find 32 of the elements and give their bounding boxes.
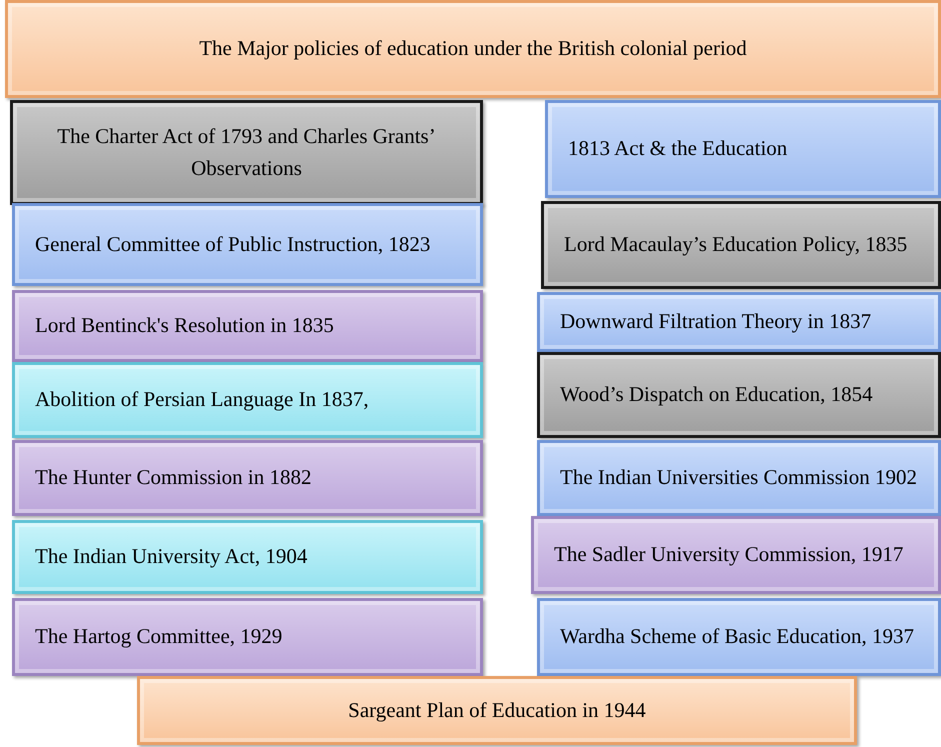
policy-text: The Sadler University Commission, 1917 — [554, 541, 904, 568]
policy-text: The Charter Act of 1793 and Charles Grants’ Observations — [56, 123, 437, 182]
policy-box — [12, 203, 483, 286]
policy-box — [12, 598, 483, 676]
policy-text: The Hartog Committee, 1929 — [35, 623, 282, 650]
policy-box — [12, 440, 483, 516]
policy-box — [12, 290, 483, 362]
policy-text: Lord Macaulay’s Education Policy, 1835 — [564, 231, 908, 258]
policy-text: Sargeant Plan of Education in 1944 — [348, 696, 646, 724]
policy-box — [137, 676, 857, 745]
policy-box — [10, 100, 483, 205]
policy-box — [537, 292, 941, 352]
policy-text: The Indian Universities Commission 1902 — [560, 464, 917, 492]
policy-text: Wardha Scheme of Basic Education, 1937 — [560, 623, 914, 650]
policy-text: The Indian University Act, 1904 — [35, 543, 308, 570]
policy-box — [545, 100, 941, 198]
policy-text: Lord Bentinck's Resolution in 1835 — [35, 312, 334, 340]
policy-box — [541, 201, 941, 289]
policy-box — [12, 362, 483, 438]
policy-box — [537, 352, 941, 438]
policy-text: Wood’s Dispatch on Education, 1854 — [560, 381, 873, 408]
policy-text: The Major policies of education under the British colonial period — [199, 35, 747, 62]
policy-box — [537, 440, 941, 516]
policy-text: 1813 Act & the Education — [568, 135, 788, 162]
policy-box — [531, 516, 941, 594]
policy-text: The Hunter Commission in 1882 — [35, 464, 312, 492]
policy-text: Abolition of Persian Language In 1837, — [35, 386, 369, 414]
policy-box — [12, 520, 483, 594]
policy-text: General Committee of Public Instruction, 1823 — [35, 230, 430, 258]
policy-box — [537, 598, 941, 676]
policy-box — [5, 0, 941, 98]
policy-text: Downward Filtration Theory in 1837 — [560, 308, 872, 336]
